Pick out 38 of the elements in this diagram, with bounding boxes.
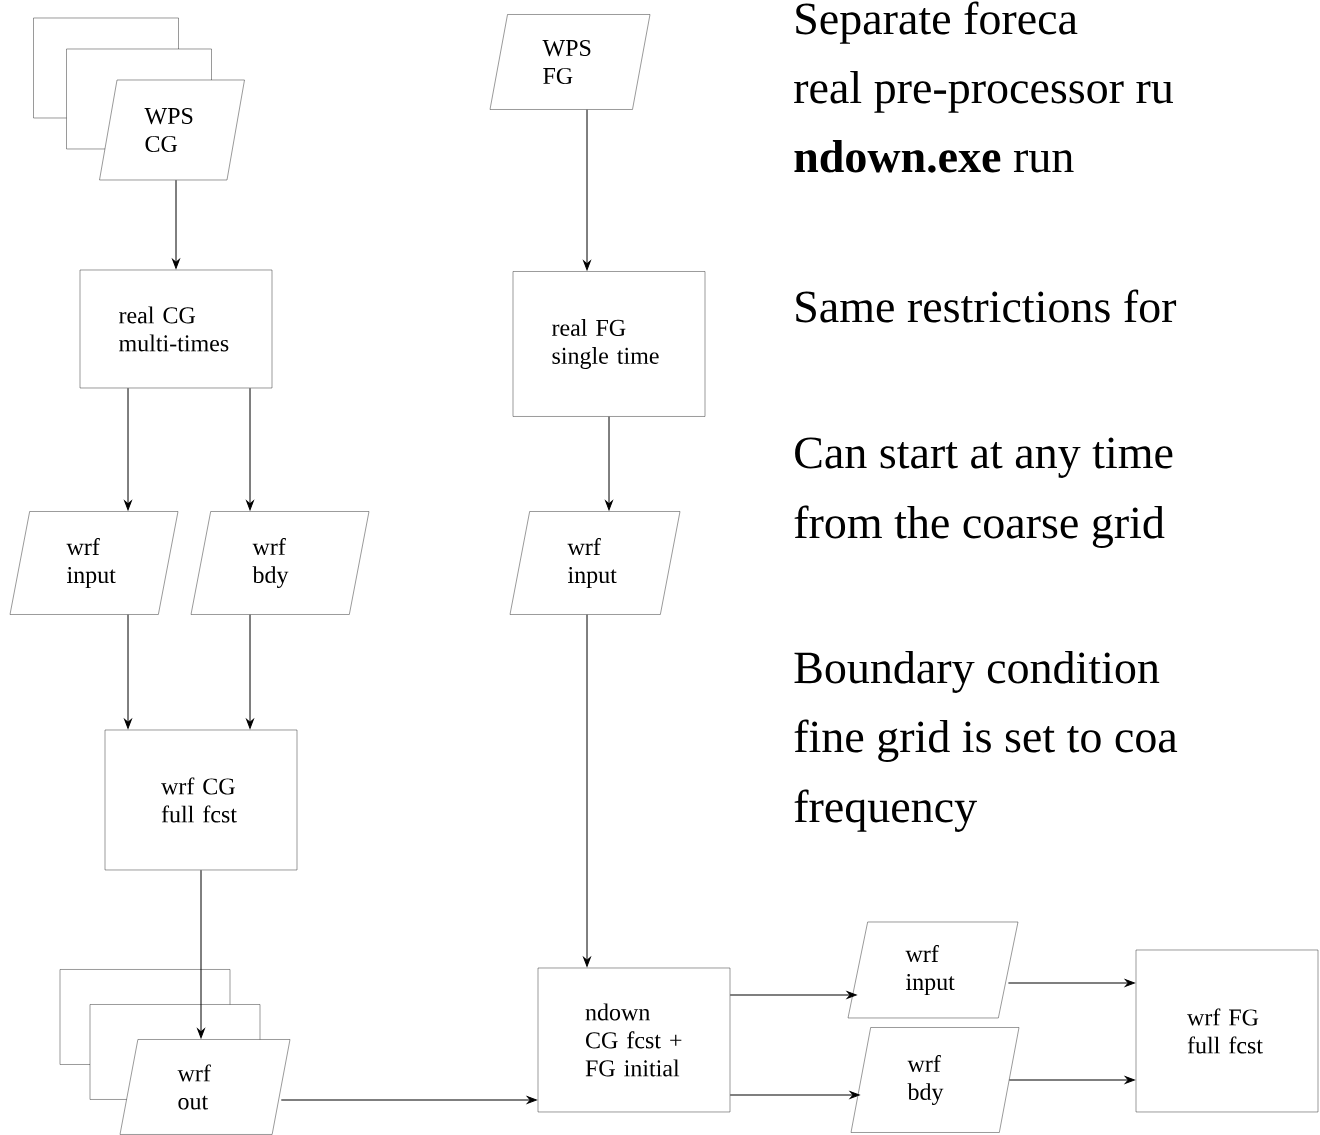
node-label: wrf out xyxy=(177,1064,211,1110)
node-label: CG xyxy=(145,135,178,153)
note-text: fine grid is set to coa xyxy=(794,719,1178,762)
stacked-parallelograms: wrf out xyxy=(59,969,291,1135)
arrow xyxy=(246,614,254,729)
note-text: Same restrictions for xyxy=(796,289,1177,323)
note-text: real pre-processor ru xyxy=(794,71,1173,113)
arrow xyxy=(583,614,591,967)
arrow xyxy=(1007,979,1135,987)
data-parallelogram: wrf input xyxy=(509,511,681,615)
arrow xyxy=(172,179,180,269)
data-parallelogram: wrf input xyxy=(847,921,1019,1019)
arrow xyxy=(583,109,591,271)
note-text: frequency xyxy=(794,789,977,832)
arrow xyxy=(605,416,613,511)
note-text: Boundary condition xyxy=(794,651,1160,693)
note-text: Can start at any time xyxy=(795,437,1173,478)
data-parallelogram: wrf input xyxy=(9,511,179,615)
arrow xyxy=(1008,1076,1135,1084)
arrow xyxy=(246,387,254,511)
process-box: wrf FG full fcst xyxy=(1135,949,1319,1113)
data-parallelogram: wrf bdy xyxy=(190,511,370,615)
data-parallelogram: WPS FG xyxy=(489,14,651,110)
arrow xyxy=(729,991,857,999)
arrow xyxy=(197,869,205,1039)
process-box: wrf CG full fcst xyxy=(104,729,298,871)
process-box: ndown CG fcst + FG initial xyxy=(537,967,731,1113)
note-text: ndown.exe run xyxy=(794,140,1074,173)
process-box: real CG multi-times xyxy=(79,269,273,389)
note-text: from the coarse grid xyxy=(794,505,1165,548)
arrow xyxy=(729,1091,860,1099)
data-parallelogram: wrf bdy xyxy=(850,1027,1020,1133)
process-box: real FG single time xyxy=(512,271,706,417)
arrow xyxy=(124,614,132,729)
arrow xyxy=(280,1096,537,1104)
note-text: Separate foreca xyxy=(796,1,1078,44)
arrow xyxy=(124,387,132,511)
stacked-parallelograms: WPS CG xyxy=(33,17,245,181)
